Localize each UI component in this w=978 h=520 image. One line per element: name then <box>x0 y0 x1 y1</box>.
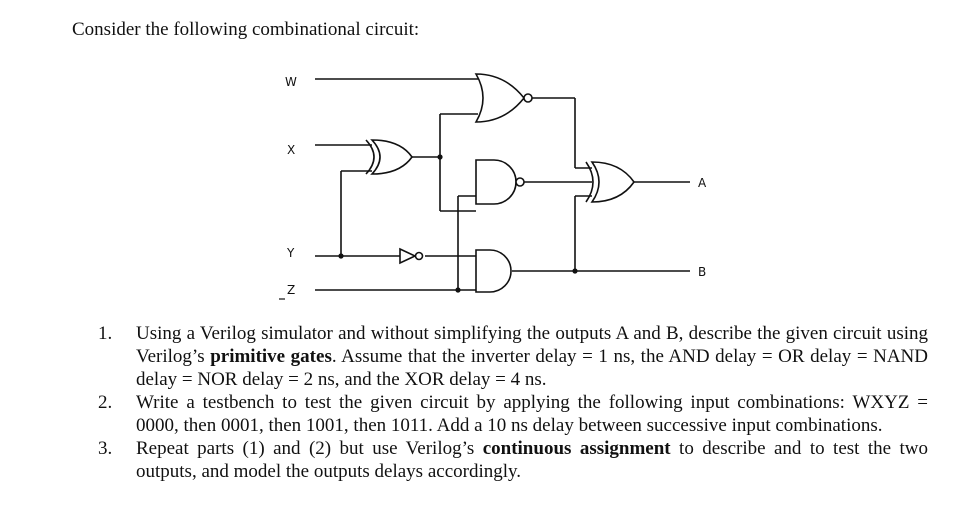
task-emphasis: primitive gates <box>210 346 332 367</box>
xor-gate <box>365 139 413 175</box>
task-text-part: . Assume that the inverter delay = 1 ns,… <box>136 346 929 390</box>
output-label-a: A <box>698 176 707 190</box>
junction-dot <box>437 154 443 160</box>
task-text: Repeat parts (1) and (2) but use Verilog… <box>136 437 928 483</box>
junction-dot <box>455 287 461 293</box>
task-number: 3. <box>98 438 113 459</box>
task-number: 1. <box>98 323 113 344</box>
task-list: 1. Using a Verilog simulator and without… <box>98 322 928 483</box>
input-label-z: Z <box>287 283 295 297</box>
circuit-wires <box>315 78 690 291</box>
nor-gate <box>474 73 533 123</box>
task-text: Write a testbench to test the given circ… <box>136 391 928 437</box>
and-gate <box>475 249 512 293</box>
junction-dot <box>338 253 344 259</box>
task-item: 3. Repeat parts (1) and (2) but use Veri… <box>98 437 928 483</box>
task-text-part: Repeat parts (1) and (2) but use Verilog… <box>136 438 483 459</box>
task-text-part: Write a testbench to test the given circ… <box>136 392 928 436</box>
input-label-y: Y <box>286 246 295 260</box>
task-number: 2. <box>98 392 113 413</box>
task-item: 1. Using a Verilog simulator and without… <box>98 322 928 391</box>
output-label-b: B <box>698 265 706 279</box>
nand-gate <box>475 159 525 205</box>
task-emphasis: continuous assignment <box>482 438 671 459</box>
task-text-part: to describe and to test the two outputs,… <box>136 438 928 482</box>
input-label-x: X <box>287 143 295 157</box>
task-item: 2. Write a testbench to test the given c… <box>98 391 928 437</box>
output-xor-gate <box>585 161 635 203</box>
circuit-diagram: W X Y Z <box>279 73 707 300</box>
input-label-w: W <box>285 75 297 89</box>
problem-intro: Consider the following combinational cir… <box>72 19 420 40</box>
task-text-part: Using a Verilog simulator and without si… <box>136 323 928 367</box>
inverter-gate <box>399 247 424 265</box>
task-text: Using a Verilog simulator and without si… <box>136 322 928 391</box>
junction-dot <box>572 268 578 274</box>
